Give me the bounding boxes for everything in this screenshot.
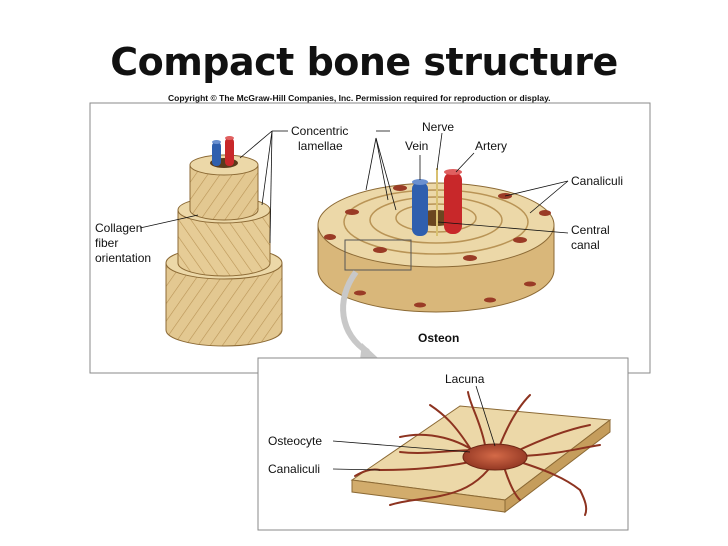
label-artery: Artery — [475, 139, 507, 153]
label-osteon: Osteon — [418, 331, 459, 345]
osteocyte-slab — [350, 391, 612, 516]
label-fiber: fiber — [95, 236, 118, 250]
label-orientation: orientation — [95, 251, 151, 265]
magnify-arrow — [340, 270, 370, 355]
label-osteocyte: Osteocyte — [268, 434, 322, 448]
label-concentric-lamellae-1: Concentric — [291, 124, 348, 138]
label-canaliculi-top: Canaliculi — [571, 174, 623, 188]
label-vein: Vein — [405, 139, 428, 153]
lamellae-cylinder — [165, 136, 283, 347]
label-central-canal-2: canal — [571, 238, 600, 252]
osteocyte-cell — [462, 443, 528, 471]
slide-title: Compact bone structure — [110, 40, 618, 84]
label-central-canal-1: Central — [571, 223, 610, 237]
label-nerve: Nerve — [422, 120, 454, 134]
label-lacuna: Lacuna — [445, 372, 485, 386]
label-collagen: Collagen — [95, 221, 142, 235]
label-concentric-lamellae-2: lamellae — [298, 139, 343, 153]
copyright-notice: Copyright © The McGraw-Hill Companies, I… — [168, 93, 551, 103]
osteon-disc — [317, 168, 555, 313]
label-canaliculi-bottom: Canaliculi — [268, 462, 320, 476]
